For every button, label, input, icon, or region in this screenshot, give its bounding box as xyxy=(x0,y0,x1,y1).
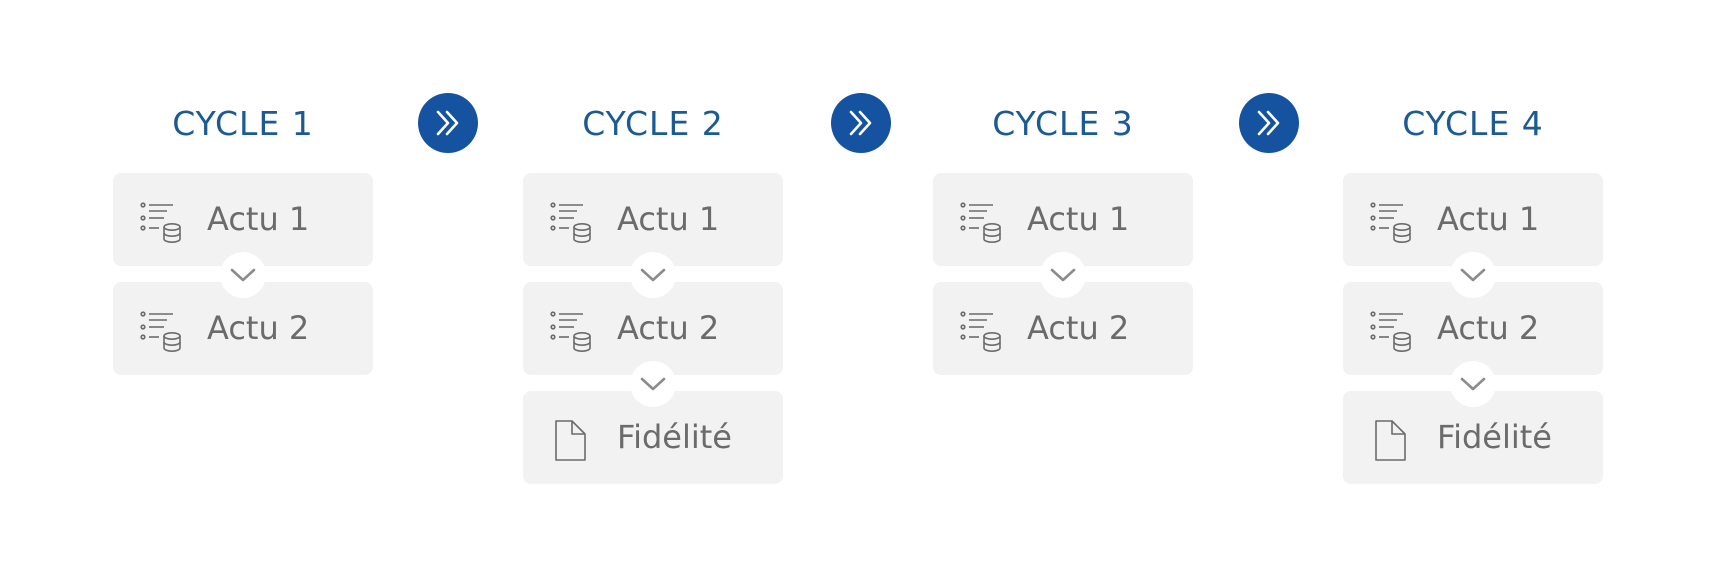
step-label: Actu 1 xyxy=(1027,200,1130,238)
list-database-icon xyxy=(1370,202,1411,244)
list-database-icon xyxy=(140,311,181,353)
list-database-icon xyxy=(960,311,1001,353)
cycle-title: CYCLE 3 xyxy=(992,104,1134,143)
list-database-icon xyxy=(550,202,591,244)
list-database-icon xyxy=(140,202,181,244)
double-chevron-right-icon xyxy=(1239,93,1299,153)
document-icon xyxy=(555,420,586,461)
step-label: Actu 2 xyxy=(617,309,720,347)
step-card-actu-2: Actu 2 xyxy=(523,282,783,375)
list-database-icon xyxy=(550,311,591,353)
chevron-down-icon xyxy=(630,252,676,298)
document-icon xyxy=(1375,420,1406,461)
double-chevron-right-icon xyxy=(831,93,891,153)
list-database-icon xyxy=(1370,311,1411,353)
step-card-actu-2: Actu 2 xyxy=(113,282,373,375)
step-label: Actu 2 xyxy=(1437,309,1540,347)
step-card-actu-1: Actu 1 xyxy=(933,173,1193,266)
step-label: Actu 2 xyxy=(1027,309,1130,347)
chevron-down-icon xyxy=(630,361,676,407)
step-label: Actu 1 xyxy=(1437,200,1540,238)
double-chevron-right-icon xyxy=(418,93,478,153)
chevron-down-icon xyxy=(1040,252,1086,298)
chevron-down-icon xyxy=(1450,361,1496,407)
list-database-icon xyxy=(960,202,1001,244)
cycle-title: CYCLE 4 xyxy=(1402,104,1544,143)
step-label: Actu 1 xyxy=(207,200,310,238)
step-label: Fidélité xyxy=(1437,418,1552,456)
cycle-title: CYCLE 1 xyxy=(172,104,314,143)
chevron-down-icon xyxy=(220,252,266,298)
chevron-down-icon xyxy=(1450,252,1496,298)
step-label: Fidélité xyxy=(617,418,732,456)
step-card-fidelite: Fidélité xyxy=(523,391,783,484)
step-card-actu-1: Actu 1 xyxy=(1343,173,1603,266)
cycle-title: CYCLE 2 xyxy=(582,104,724,143)
step-card-actu-1: Actu 1 xyxy=(113,173,373,266)
step-card-actu-1: Actu 1 xyxy=(523,173,783,266)
step-label: Actu 1 xyxy=(617,200,720,238)
step-label: Actu 2 xyxy=(207,309,310,347)
